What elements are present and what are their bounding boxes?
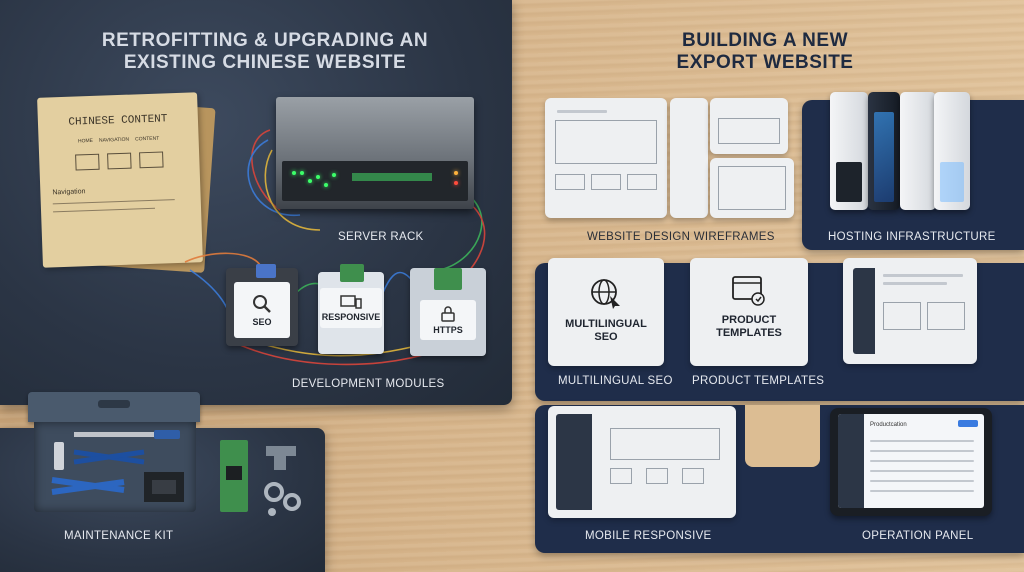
tools-icon: [51, 430, 184, 502]
hosting-server-tower: [830, 92, 868, 210]
mobile-responsive-label: MOBILE RESPONSIVE: [585, 530, 712, 542]
operation-row: [870, 450, 974, 452]
magnifier-icon: [253, 294, 271, 313]
circuit-board: [220, 440, 248, 512]
tablet-screen: Productcation: [838, 414, 984, 508]
hosting-server-tower: [934, 92, 970, 210]
operation-panel-tablet: Productcation: [830, 408, 992, 516]
operation-row: [870, 460, 974, 462]
status-led-icon: [300, 171, 304, 175]
operation-row: [870, 480, 974, 482]
server-drive-bay: [352, 173, 432, 181]
product-templates-device: PRODUCT TEMPLATES: [690, 258, 808, 366]
multilingual-seo-label: MULTILINGUAL SEO: [558, 375, 673, 387]
status-led-icon: [454, 181, 458, 185]
operation-row: [870, 440, 974, 442]
product-templates-device-text: PRODUCT TEMPLATES: [716, 314, 782, 339]
wireframe-panel: [718, 166, 786, 210]
wireframe-hero: [718, 118, 780, 144]
wireframe-bottom-right: [710, 158, 794, 218]
status-led-icon: [332, 173, 336, 177]
device-hero-frame: [610, 428, 720, 460]
devices-icon: [340, 294, 362, 309]
responsive-module: RESPONSIVE: [318, 264, 384, 354]
wireframes-label: WEBSITE DESIGN WIREFRAMES: [587, 231, 775, 243]
wireframe-thumb: [555, 174, 585, 190]
responsive-card: RESPONSIVE: [320, 288, 382, 328]
product-templates-label: PRODUCT TEMPLATES: [692, 375, 825, 387]
wireframe-thumb: [591, 174, 621, 190]
responsive-module-label: RESPONSIVE: [321, 311, 381, 322]
hosting-server-tower: [868, 92, 900, 210]
tablet-content-line: [883, 282, 947, 285]
tower-glow: [874, 112, 894, 202]
operation-sidebar: [838, 414, 864, 508]
toolbox-handle: [98, 400, 130, 408]
https-module: HTTPS: [410, 268, 486, 356]
hosting-infrastructure-label: HOSTING INFRASTRUCTURE: [828, 231, 996, 243]
lock-icon: [441, 305, 455, 322]
operation-panel-label: OPERATION PANEL: [862, 530, 974, 542]
status-led-icon: [316, 175, 320, 179]
toolbox: [28, 392, 200, 516]
server-rack-label: SERVER RACK: [338, 231, 424, 243]
operation-action-button: [958, 420, 978, 427]
device-thumb: [646, 468, 668, 484]
maintenance-kit-label: MAINTENANCE KIT: [64, 530, 174, 542]
status-led-icon: [324, 183, 328, 187]
status-led-icon: [292, 171, 296, 175]
mobile-responsive-device: [548, 406, 736, 518]
wireframe-top-right: [710, 98, 788, 154]
seo-card: SEO: [234, 282, 290, 338]
seo-module: SEO: [226, 264, 298, 346]
wireframe-hero: [555, 120, 657, 164]
globe-cursor-icon: [591, 279, 620, 309]
device-thumb: [610, 468, 632, 484]
bracket-part-icon: [264, 446, 301, 516]
admin-tablet-device: [843, 258, 977, 364]
operation-row: [870, 490, 974, 492]
retrofit-heading: RETROFITTING & UPGRADING AN EXISTING CHI…: [101, 30, 429, 73]
operation-row: [870, 470, 974, 472]
hosting-server-tower: [900, 92, 936, 210]
toolbox-body: [34, 422, 196, 512]
https-card: HTTPS: [420, 300, 476, 340]
cables-illustration: [184, 129, 486, 366]
wireframe-main: [545, 98, 667, 218]
circuit-chip: [226, 466, 242, 480]
product-page-icon: [732, 276, 765, 306]
tower-glow: [940, 162, 964, 202]
wood-notch: [745, 405, 820, 467]
multilingual-seo-device: MULTILINGUAL SEO: [548, 258, 664, 366]
tablet-content-line: [883, 274, 963, 277]
status-led-icon: [308, 179, 312, 183]
wireframe-thumb: [627, 174, 657, 190]
multilingual-seo-device-text: MULTILINGUAL SEO: [565, 318, 647, 343]
https-module-label: HTTPS: [433, 324, 463, 335]
tower-front: [836, 162, 862, 202]
server-rack: [276, 97, 474, 209]
export-website-heading: BUILDING A NEW EXPORT WEBSITE: [676, 30, 854, 73]
device-sidebar: [556, 414, 592, 510]
tablet-sidebar: [853, 268, 875, 354]
circuit-chip: [340, 264, 364, 282]
operation-screen-title: Productcation: [870, 422, 907, 428]
wireframe-connector: [670, 98, 708, 218]
device-thumb: [682, 468, 704, 484]
development-modules-label: DEVELOPMENT MODULES: [292, 378, 445, 390]
wireframe-line: [557, 110, 607, 113]
circuit-chip: [434, 268, 462, 290]
status-led-icon: [454, 171, 458, 175]
toolbox-lid: [28, 392, 200, 422]
tablet-content-block: [927, 302, 965, 330]
server-front-panel: [282, 161, 468, 201]
tablet-content-block: [883, 302, 921, 330]
circuit-chip: [256, 264, 276, 278]
seo-module-label: SEO: [252, 316, 272, 327]
